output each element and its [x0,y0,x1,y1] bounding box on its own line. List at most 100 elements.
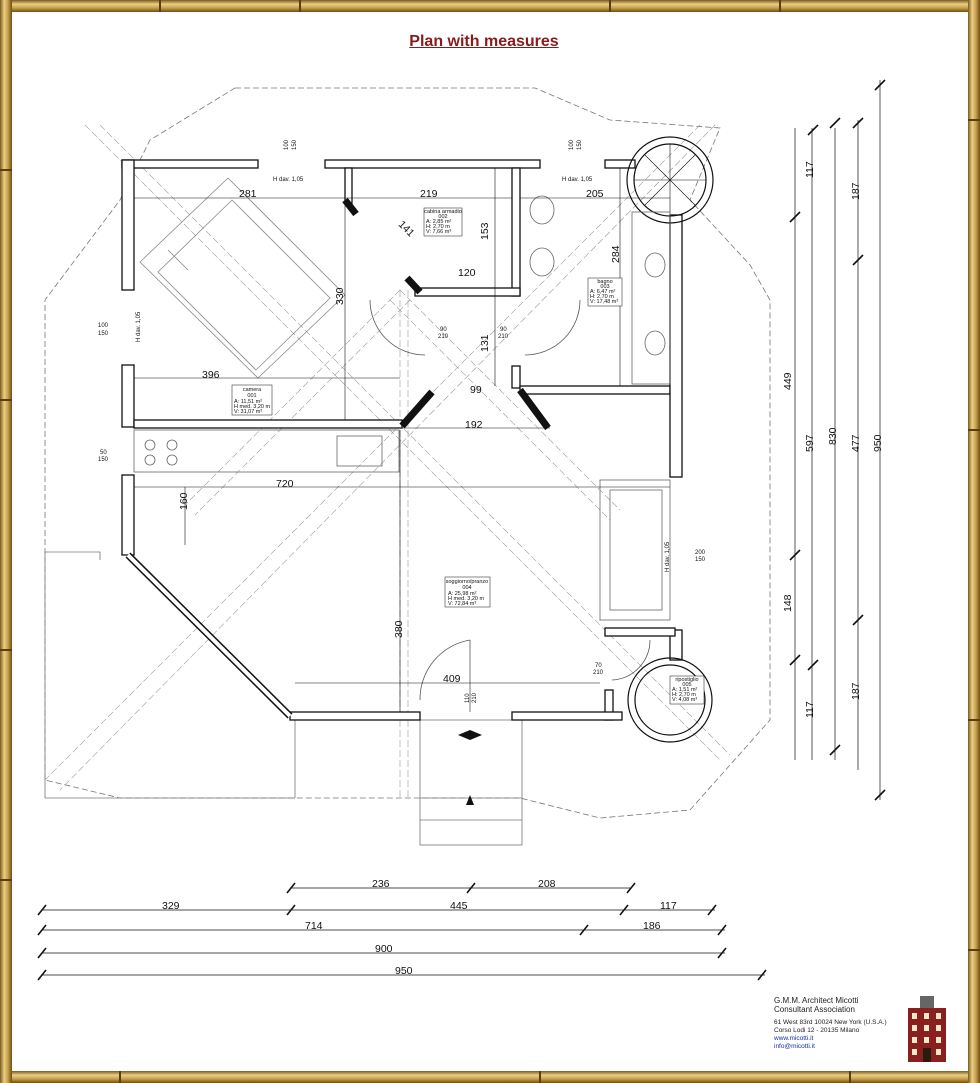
email-link[interactable]: info@micotti.it [774,1043,815,1050]
door-swings [369,299,651,712]
svg-text:V: 31,07 m³: V: 31,07 m³ [234,409,262,415]
opening-width: 50 [100,450,107,456]
svg-text:A: 1,51 m²: A: 1,51 m² [672,687,698,693]
room-label-ripostiglio: ripostiglio 005 A: 1,51 m² H: 2,70 m V: … [669,675,705,705]
svg-text:V: 7,66 m³: V: 7,66 m³ [426,229,451,235]
svg-text:ripostiglio: ripostiglio [675,677,698,683]
bottom-dimension-labels: 236 208 329 445 117 714 186 900 950 [162,878,677,977]
kitchen [133,429,400,473]
dim-label: 99 [470,384,482,396]
opening-height: 150 [98,457,109,463]
dim-label: 117 [804,161,816,178]
sill-label: H dav. 1,05 [136,311,142,342]
bed [139,177,346,379]
svg-text:camera: camera [243,387,262,393]
dim-label: 192 [465,419,483,431]
door-height: 210 [472,692,478,703]
svg-text:H: 2,70 m: H: 2,70 m [590,294,614,300]
sill-label: H dav. 1,05 [665,541,671,572]
veranda [44,551,523,846]
svg-text:cabina armadio: cabina armadio [424,209,462,215]
page-title: Plan with measures [409,33,559,50]
svg-text:H med. 3,20 m: H med. 3,20 m [234,404,270,410]
firm-name: G.M.M. Architect Micotti [774,996,859,1005]
opening-height: 150 [577,139,583,150]
dim-label: 153 [479,222,491,240]
firm-subtitle: Consultant Association [774,1005,855,1014]
dim-label: 141 [396,219,417,240]
dim-label: 160 [178,492,190,510]
dim-label: 445 [450,900,468,912]
dim-label: 720 [276,478,294,490]
svg-text:bagno: bagno [597,279,612,285]
svg-text:H med. 3,20 m: H med. 3,20 m [448,596,484,602]
svg-text:A: 6,47 m²: A: 6,47 m² [590,289,616,295]
door-height: 210 [498,334,509,340]
angled-walls [125,197,551,719]
svg-text:005: 005 [682,682,691,688]
opening-height: 150 [98,331,109,337]
dim-label: 409 [443,673,461,685]
dimension-lines [134,168,670,712]
right-dimension-labels: 117 449 148 117 597 830 187 477 187 950 [782,161,884,718]
opening-height: 150 [292,139,298,150]
door-width: 70 [595,663,602,669]
dim-label: 281 [239,188,257,200]
dim-label: 380 [393,620,405,638]
address-ny: 61 West 83rd 10024 New York (U.S.A.) [774,1019,887,1026]
door-width: 90 [440,327,447,333]
room-label-camera: camera 001 A: 11,51 m² H med. 3,20 m V: … [231,384,273,416]
right-dimension-lines [794,80,881,800]
walls [121,159,683,721]
dim-label: 900 [375,943,393,955]
dim-label: 284 [610,245,622,263]
svg-text:H: 2,70 m: H: 2,70 m [426,224,450,230]
dim-label: 950 [872,434,884,452]
opening-width: 200 [695,550,706,556]
dim-label: 208 [538,878,556,890]
dim-label: 950 [395,965,413,977]
interior-dimension-labels: 281 219 205 141 153 120 330 284 396 131 … [178,188,622,685]
svg-text:002: 002 [438,214,447,220]
dim-label: 330 [334,287,346,305]
dim-label: 117 [804,701,816,718]
dim-label: 186 [643,920,661,932]
website-link[interactable]: www.micotti.it [774,1035,814,1042]
dim-label: 187 [850,682,862,700]
door-width: 110 [465,693,471,703]
firm-credits: G.M.M. Architect Micotti Consultant Asso… [774,996,887,1051]
opening-width: 100 [569,139,575,150]
svg-text:A: 25,98 m²: A: 25,98 m² [448,591,477,597]
svg-text:V: 17,48 m³: V: 17,48 m³ [590,299,618,305]
entry-arrow [458,730,482,805]
svg-text:A: 11,51 m²: A: 11,51 m² [234,399,262,405]
room-label-cabina-armadio: cabina armadio 002 A: 2,85 m² H: 2,70 m … [423,207,463,237]
dim-label: 449 [782,372,794,390]
door-height: 210 [438,334,449,340]
door-height: 210 [593,670,604,676]
dim-label: 219 [420,188,438,200]
svg-text:V: 72,84 m³: V: 72,84 m³ [448,601,476,607]
dim-label: 714 [305,920,323,932]
dim-label: 477 [850,434,862,452]
dim-label: 396 [202,369,220,381]
svg-text:V: 4,08 m³: V: 4,08 m³ [672,697,697,703]
dim-label: 329 [162,900,180,912]
opening-labels: H dav. 1,05 100 150 H dav. 1,05 100 150 … [98,139,706,703]
svg-text:004: 004 [462,585,471,591]
dim-label: 236 [372,878,390,890]
firm-logo [908,996,946,1062]
roof-ridges [44,124,731,800]
address-milano: Corso Lodi 12 - 20135 Milano [774,1027,860,1034]
opening-height: 150 [695,557,706,563]
dim-label: 148 [782,594,794,612]
roof-outline [44,87,771,819]
dim-label: 205 [586,188,604,200]
sill-label: H dav. 1,05 [273,177,304,183]
door-width: 90 [500,327,507,333]
dim-label: 117 [660,900,677,912]
svg-text:A: 2,85 m²: A: 2,85 m² [426,219,452,225]
dim-label: 187 [850,182,862,200]
